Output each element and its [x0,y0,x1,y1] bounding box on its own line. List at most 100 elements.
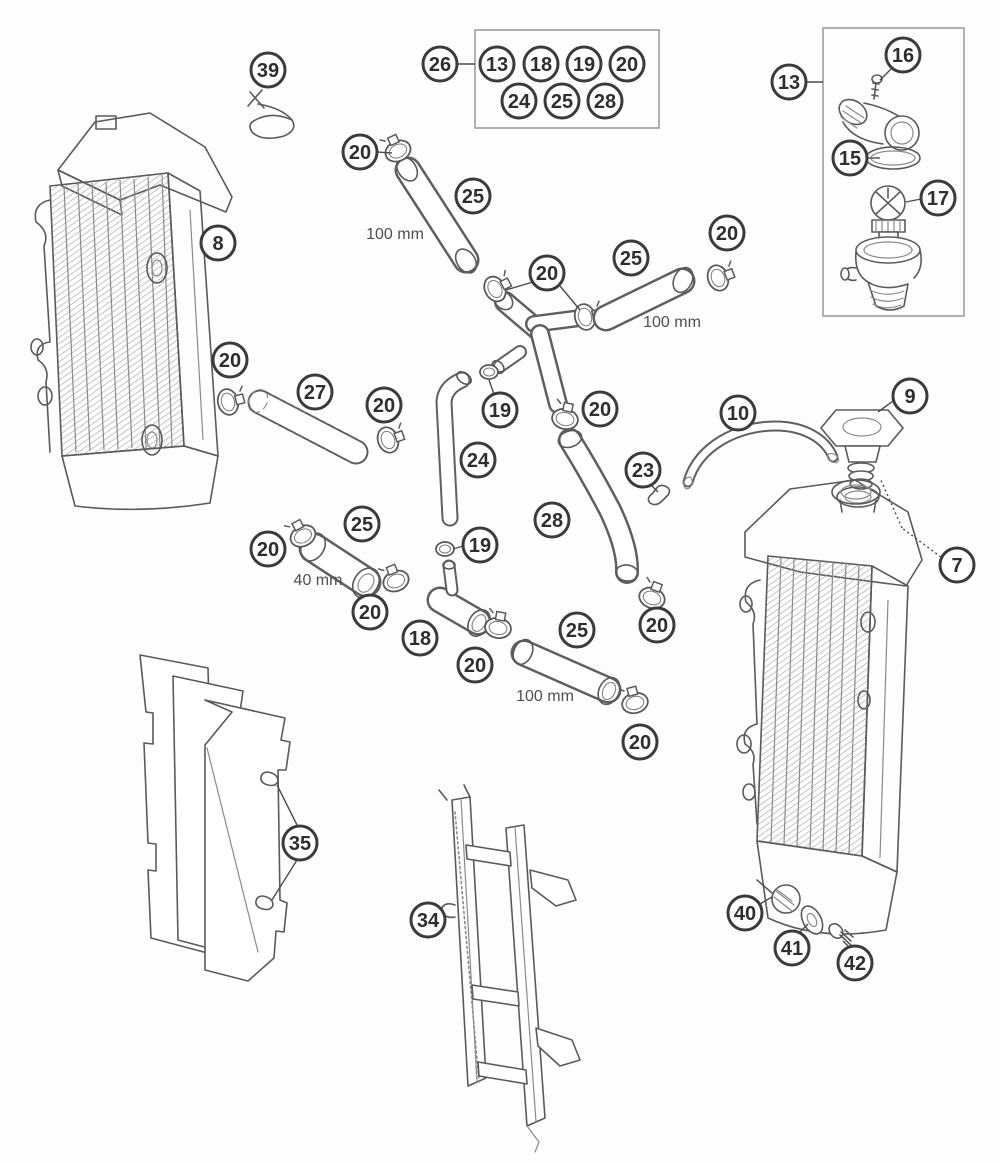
callout-23[interactable]: 23 [624,451,662,489]
callout-8[interactable]: 8 [199,224,237,262]
hose-24 [435,364,499,527]
callout-20[interactable]: 20 [638,606,676,644]
dimension-label: 100 mm [366,226,424,243]
svg-text:20: 20 [464,655,486,677]
svg-text:20: 20 [373,395,395,417]
thermostat-assembly-part-13 [822,27,965,317]
svg-text:25: 25 [551,91,573,113]
svg-text:26: 26 [429,54,451,76]
svg-text:8: 8 [212,233,223,255]
left-radiator-part-8 [30,112,233,511]
callout-42[interactable]: 42 [836,944,874,982]
callout-10[interactable]: 10 [719,394,757,432]
callout-34[interactable]: 34 [409,901,447,939]
svg-text:20: 20 [219,350,241,372]
callout-39[interactable]: 39 [249,51,287,89]
svg-text:13: 13 [778,72,800,94]
radiator-cap-part-9 [820,409,904,490]
svg-text:18: 18 [409,628,431,650]
callout-7[interactable]: 7 [938,546,976,584]
svg-text:20: 20 [629,732,651,754]
svg-text:20: 20 [589,399,611,421]
svg-text:20: 20 [536,263,558,285]
svg-text:7: 7 [951,555,962,577]
svg-text:20: 20 [349,142,371,164]
svg-text:16: 16 [892,45,914,67]
o-ring-19 [479,364,499,380]
callout-26[interactable]: 26 [421,45,459,83]
y-junction-pipe [479,268,607,414]
callout-15[interactable]: 15 [831,139,869,177]
wire-clamp-part-39 [247,89,295,140]
svg-text:34: 34 [417,910,440,932]
callout-25[interactable]: 25 [543,82,581,120]
right-radiator-part-7 [736,479,923,935]
dimension-label: 100 mm [516,688,574,705]
callout-25[interactable]: 25 [343,505,381,543]
callout-20[interactable]: 20 [708,214,746,252]
hose-28 [549,397,672,613]
hose-27 [214,383,411,465]
callout-20[interactable]: 20 [528,254,566,292]
callout-19[interactable]: 19 [565,45,603,83]
callout-24[interactable]: 24 [459,441,497,479]
callout-25[interactable]: 25 [558,611,596,649]
t-fitting-part-18 [426,541,515,642]
callout-20[interactable]: 20 [581,390,619,428]
hose-25-top-100mm [377,128,480,274]
callout-20[interactable]: 20 [351,593,389,631]
callout-20[interactable]: 20 [608,45,646,83]
callout-24[interactable]: 24 [500,82,538,120]
svg-text:27: 27 [304,382,326,404]
svg-text:19: 19 [489,400,511,422]
callout-27[interactable]: 27 [296,373,334,411]
callout-41[interactable]: 41 [773,929,811,967]
svg-text:40: 40 [734,903,756,925]
leader-lines [271,63,942,949]
svg-text:24: 24 [508,91,531,113]
svg-text:25: 25 [620,248,642,270]
callout-20[interactable]: 20 [365,386,403,424]
callout-18[interactable]: 18 [522,45,560,83]
hose-25-40mm [282,513,413,599]
screw-part-16 [871,74,883,100]
callout-16[interactable]: 16 [884,36,922,74]
svg-text:28: 28 [594,91,616,113]
svg-text:41: 41 [781,938,803,960]
radiator-protector-part-35 [139,654,291,982]
callout-20[interactable]: 20 [621,723,659,761]
svg-text:35: 35 [289,833,311,855]
callout-28[interactable]: 28 [533,501,571,539]
svg-text:39: 39 [257,60,279,82]
overflow-hose-part-10 [682,420,840,490]
svg-text:20: 20 [616,54,638,76]
svg-text:28: 28 [541,510,563,532]
callout-9[interactable]: 9 [891,377,929,415]
callout-19[interactable]: 19 [461,526,499,564]
svg-text:24: 24 [467,450,490,472]
svg-text:23: 23 [632,460,654,482]
callout-35[interactable]: 35 [281,824,319,862]
thermostat-part-17 [870,185,906,241]
washer-part-41 [800,905,824,935]
svg-text:20: 20 [646,615,668,637]
svg-text:17: 17 [927,188,949,210]
callout-20[interactable]: 20 [249,530,287,568]
callout-40[interactable]: 40 [726,894,764,932]
svg-text:13: 13 [486,54,508,76]
callout-20[interactable]: 20 [456,646,494,684]
callout-28[interactable]: 28 [586,82,624,120]
callout-19[interactable]: 19 [481,391,519,429]
callout-17[interactable]: 17 [919,179,957,217]
callout-20[interactable]: 20 [341,133,379,171]
callout-13[interactable]: 13 [770,63,808,101]
callout-25[interactable]: 25 [454,177,492,215]
callout-18[interactable]: 18 [401,619,439,657]
callout-13[interactable]: 13 [478,45,516,83]
callout-25[interactable]: 25 [612,239,650,277]
grommet-part-40 [756,879,801,914]
callout-20[interactable]: 20 [211,341,249,379]
